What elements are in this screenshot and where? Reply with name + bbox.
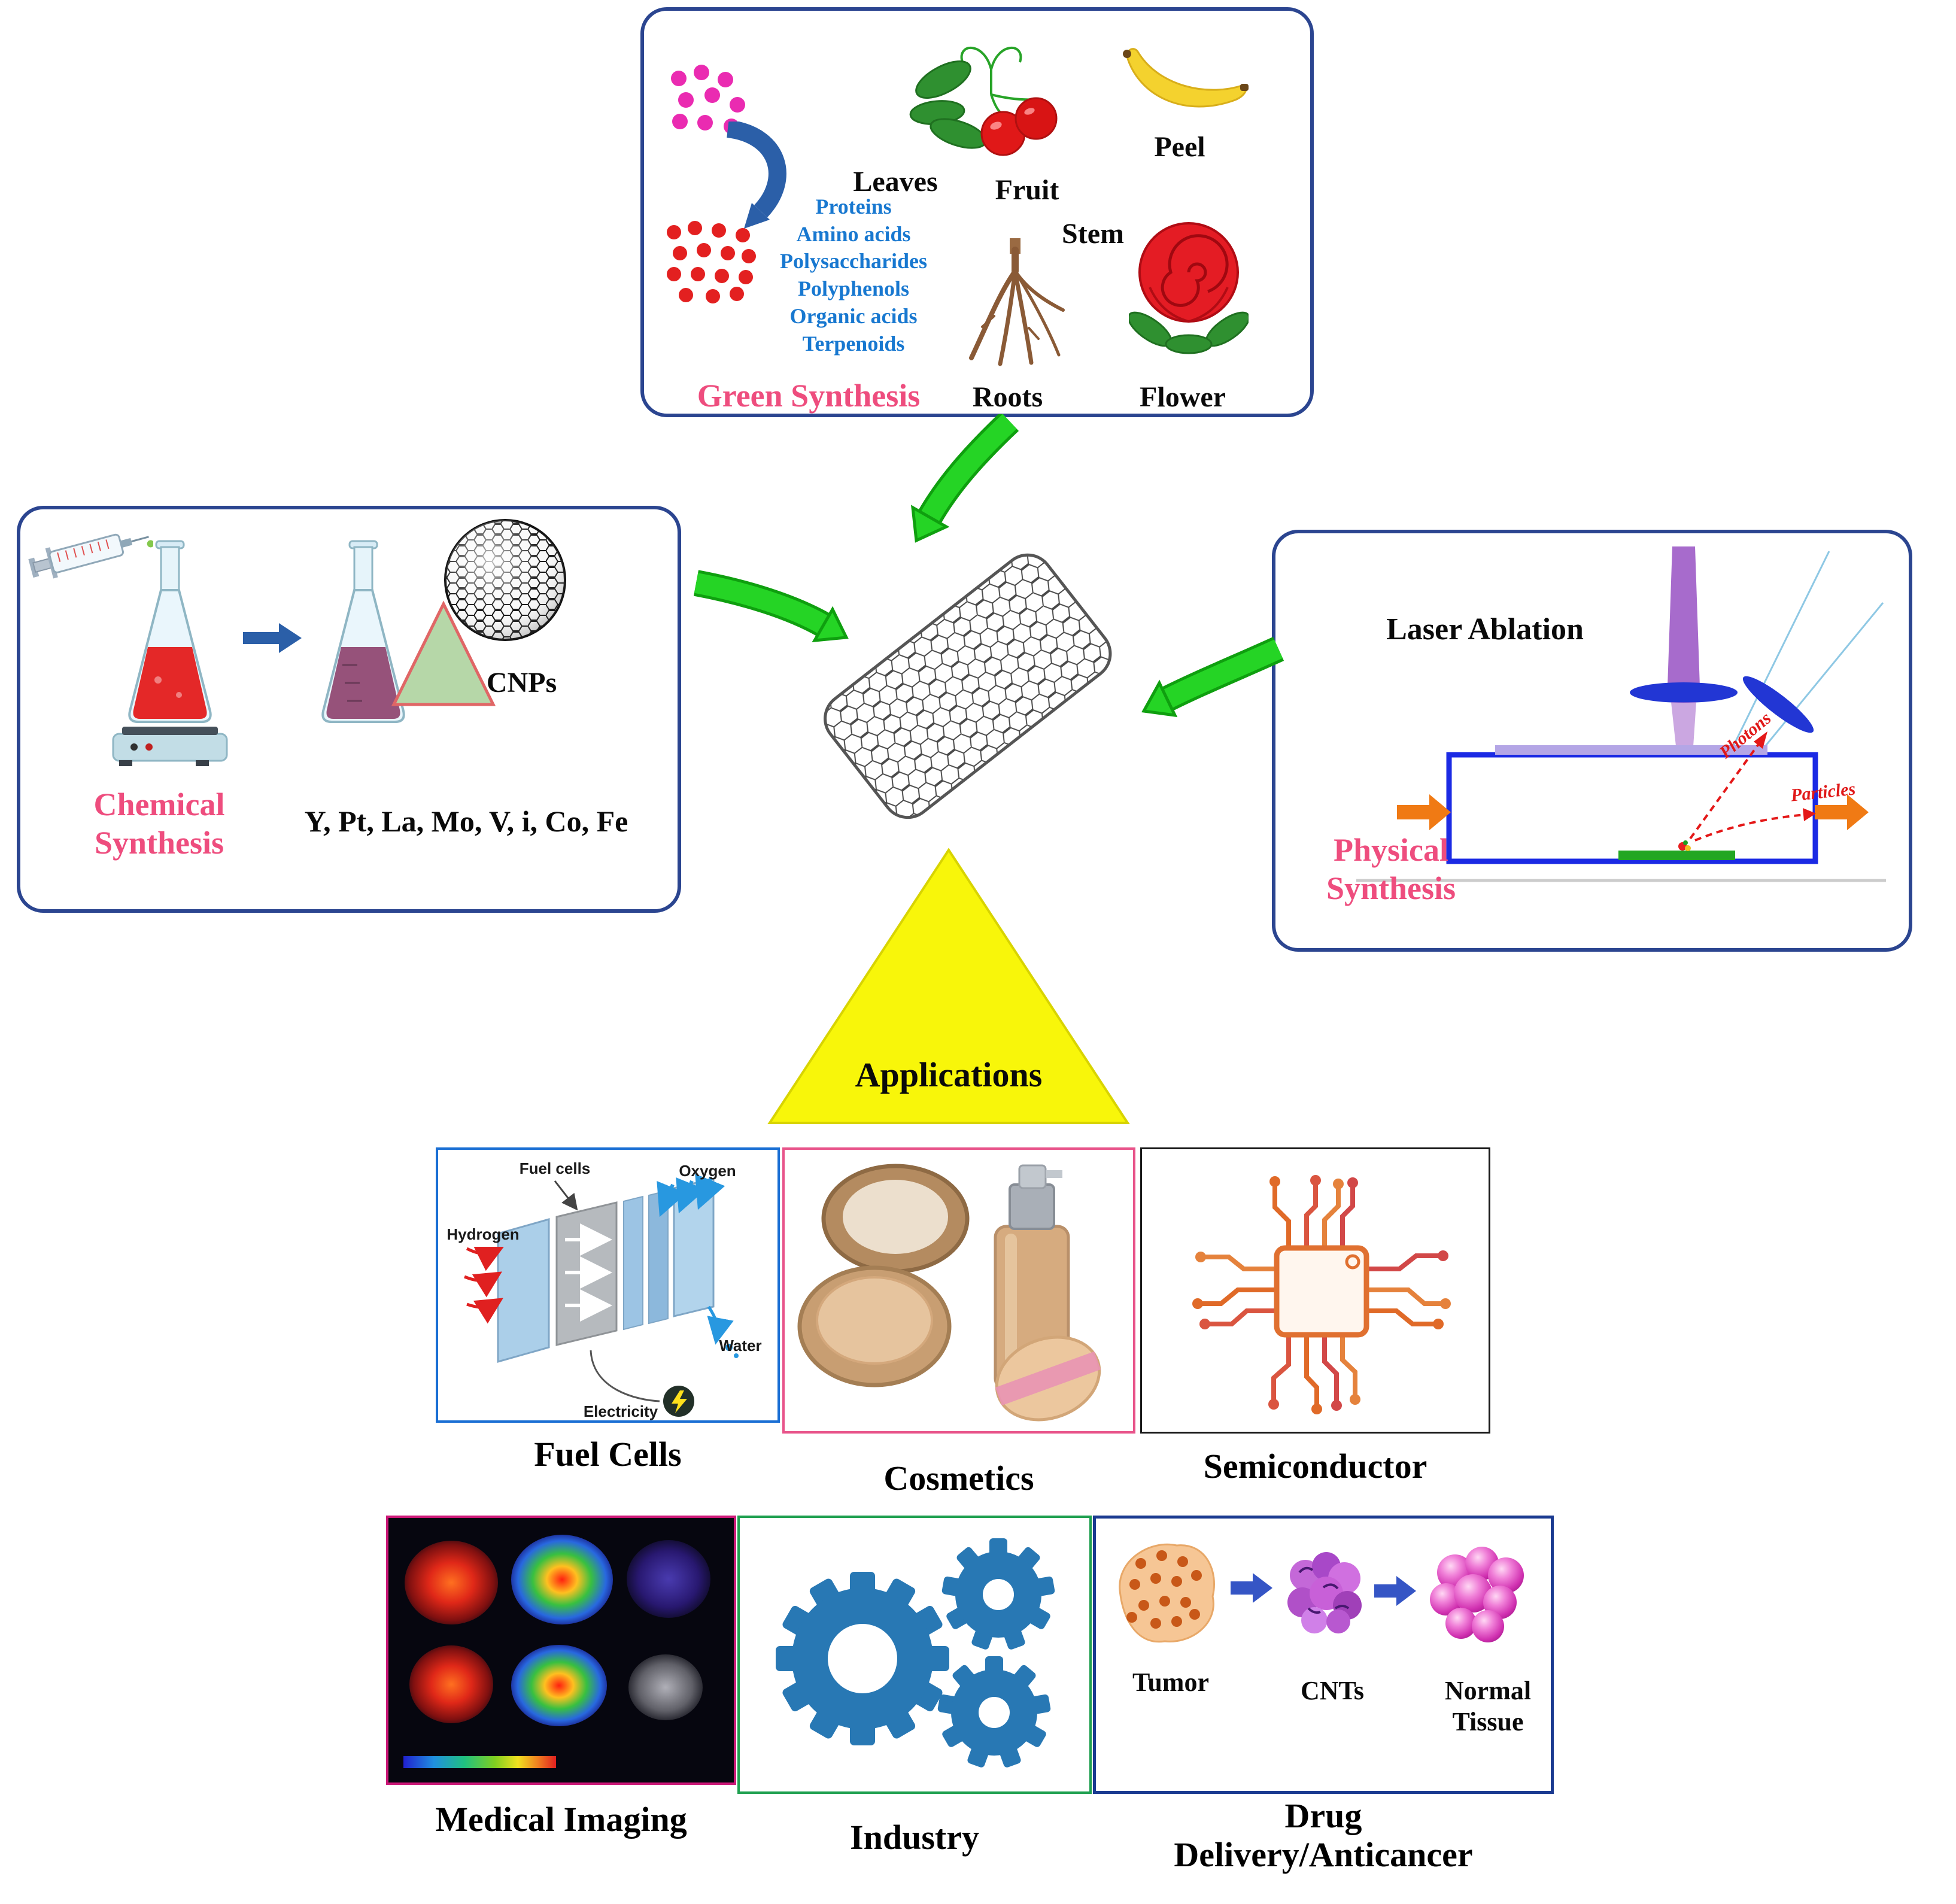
normal-tissue-label: Normal Tissue	[1444, 1676, 1532, 1736]
green-synthesis-panel: Leaves Fruit Peel Proteins Amino acids P…	[640, 7, 1314, 417]
banana-icon	[1123, 48, 1249, 108]
cnps-label: CNPs	[486, 667, 557, 699]
electricity-label: Electricity	[583, 1402, 658, 1420]
peel-label: Peel	[1154, 131, 1205, 163]
oxygen-label: Oxygen	[679, 1162, 736, 1180]
phytochemicals-list: Proteins Amino acids Polysaccharides Pol…	[767, 193, 940, 357]
fuel-cells-diagram-label: Fuel cells	[519, 1159, 591, 1177]
applications-triangle	[767, 848, 1130, 1124]
medical-imaging-box	[386, 1516, 736, 1785]
stem-label: Stem	[1062, 218, 1124, 250]
industry-caption: Industry	[850, 1818, 979, 1857]
gears-illustration	[776, 1538, 1055, 1768]
leaves-cherries-icon	[909, 47, 1058, 156]
semiconductor-caption: Semiconductor	[1203, 1447, 1427, 1486]
process-arrow-icon	[243, 623, 302, 653]
tumor-label: Tumor	[1132, 1668, 1209, 1697]
water-label: Water	[719, 1337, 762, 1355]
chemical-synthesis-panel: CNPs Chemical Synthesis Y, Pt, La, Mo, V…	[17, 506, 681, 913]
fuel-cells-caption: Fuel Cells	[534, 1435, 682, 1474]
rose-flower-icon	[1129, 222, 1249, 354]
medical-imaging-scans	[403, 1535, 710, 1768]
transform-curved-arrow-icon	[726, 122, 786, 229]
catalyst-elements-label: Y, Pt, La, Mo, V, i, Co, Fe	[304, 804, 628, 838]
cosmetics-caption: Cosmetics	[883, 1459, 1034, 1498]
physical-synthesis-title: Physical Synthesis	[1326, 832, 1456, 906]
cnts-label: CNTs	[1301, 1676, 1364, 1705]
semiconductor-chip-illustration	[1192, 1175, 1451, 1414]
physical-synthesis-panel: Laser Ablation Photons Particles Physica…	[1272, 530, 1912, 952]
laser-ablation-label: Laser Ablation	[1386, 612, 1584, 646]
semiconductor-box	[1140, 1147, 1490, 1434]
green-synthesis-title: Green Synthesis	[697, 378, 921, 414]
flask-on-hotplate-icon	[112, 540, 228, 766]
triangle-pointer-icon	[391, 600, 496, 706]
applications-title: Applications	[855, 1055, 1043, 1094]
syringe-icon	[28, 533, 153, 579]
roots-icon	[969, 238, 1065, 366]
carbon-nanoparticle-ball-icon	[444, 519, 566, 641]
fruit-label: Fruit	[995, 174, 1059, 206]
cosmetics-illustration	[797, 1164, 1101, 1422]
compound-item: Organic acids	[789, 303, 918, 328]
roots-label: Roots	[972, 381, 1043, 413]
flower-label: Flower	[1140, 381, 1226, 413]
drug-delivery-box: Tumor CNTs Normal Tissue	[1093, 1516, 1554, 1794]
carbon-nanotube-illustration	[824, 553, 1112, 819]
compound-item: Polyphenols	[797, 277, 910, 301]
medical-imaging-caption: Medical Imaging	[435, 1800, 687, 1839]
compound-item: Proteins	[815, 195, 892, 218]
leaves-label: Leaves	[853, 166, 938, 198]
compound-item: Polysaccharides	[780, 249, 927, 274]
cosmetics-box	[782, 1147, 1135, 1434]
green-arrow-from-physical-synthesis	[1141, 636, 1284, 718]
chemical-synthesis-title: Chemical Synthesis	[93, 786, 225, 861]
green-arrow-from-green-synthesis	[910, 414, 1019, 543]
compound-item: Terpenoids	[802, 331, 905, 356]
fuel-cells-box: Fuel cells Oxygen Hydrogen Water Electri…	[436, 1147, 780, 1423]
industry-box	[737, 1516, 1092, 1794]
fuel-cell-diagram	[464, 1174, 739, 1417]
green-arrow-from-chemical-synthesis	[693, 570, 849, 642]
hydrogen-label: Hydrogen	[447, 1225, 520, 1243]
laser-ablation-diagram	[1356, 546, 1886, 882]
flask-product-icon	[321, 540, 405, 723]
compound-item: Amino acids	[796, 221, 911, 246]
drug-delivery-caption: Drug Delivery/Anticancer	[1174, 1796, 1473, 1874]
red-nanoparticles-icon	[667, 221, 756, 303]
drug-delivery-illustration	[1119, 1543, 1524, 1643]
